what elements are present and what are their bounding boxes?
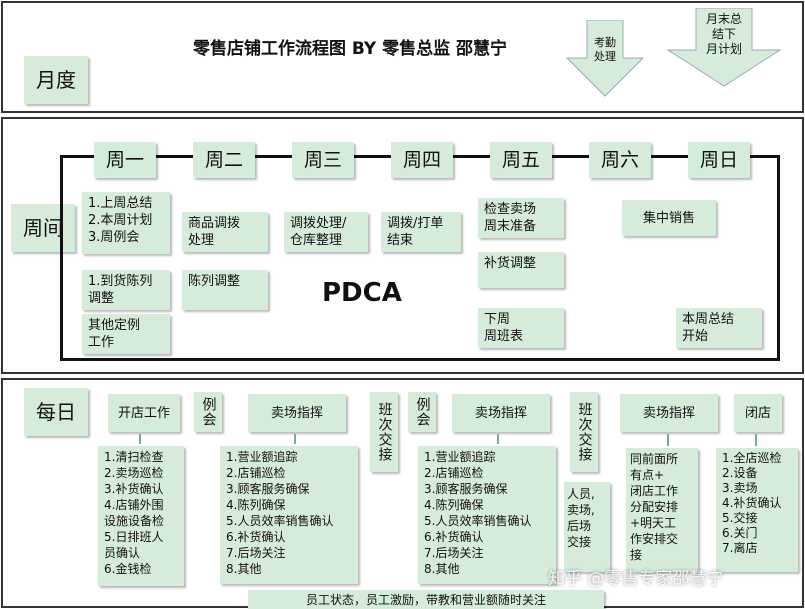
- sunday-task-1: 本周总结 开始: [676, 308, 762, 348]
- meeting-2: 例会: [408, 392, 436, 432]
- attendance-arrow: [565, 20, 645, 97]
- weekly-label: 周间: [11, 204, 75, 252]
- friday-task-1: 检查卖场 周末准备: [478, 198, 564, 238]
- floor-command-1-header: 卖场指挥: [248, 394, 346, 432]
- saturday-task-1: 集中销售: [622, 200, 716, 236]
- meeting-1: 例会: [194, 392, 222, 432]
- monthly-panel: [1, 1, 804, 113]
- day-tuesday: 周二: [193, 142, 255, 178]
- shift-handover-2: 班次交接: [570, 392, 598, 472]
- wednesday-task-1: 调拨处理/ 仓库整理: [284, 212, 368, 252]
- day-monday: 周一: [94, 142, 156, 178]
- daily-label: 每日: [24, 388, 88, 436]
- thursday-task-1: 调拨/打单 结束: [381, 212, 461, 252]
- close-store-list: 1.全店巡检 2.设备 3.卖场 4.补货确认 5.交接 6.关门 7.离店: [716, 448, 798, 572]
- open-store-header: 开店工作: [108, 394, 180, 432]
- floor-command-2-header: 卖场指挥: [452, 394, 550, 432]
- day-saturday: 周六: [589, 142, 651, 178]
- floor-command-1-list: 1.营业额追踪 2.店铺巡检 3.顾客服务确保 4.陈列确保 5.人员效率销售确…: [220, 446, 358, 584]
- friday-task-3: 下周 周班表: [478, 308, 564, 348]
- close-store-header: 闭店: [734, 394, 782, 432]
- month-end-arrow-label: 月末总 结下 月计划: [705, 12, 742, 56]
- watermark: 知乎 @零售专家邵慧宁: [548, 569, 724, 589]
- monday-task-1: 1.上周总结 2.本周计划 3.周例会: [82, 192, 170, 254]
- day-thursday: 周四: [391, 142, 453, 178]
- friday-task-2: 补货调整: [478, 252, 564, 288]
- tuesday-task-2: 陈列调整: [182, 270, 268, 310]
- monthly-label: 月度: [24, 56, 88, 104]
- day-sunday: 周日: [688, 142, 750, 178]
- monday-task-2: 1.到货陈列 调整: [82, 270, 170, 310]
- floor-command-3-header: 卖场指挥: [620, 394, 718, 432]
- day-wednesday: 周三: [292, 142, 354, 178]
- open-store-list: 1.清扫检查 2.卖场巡检 3.补货确认 4.店铺外围 设施设备检 5.日排班人…: [98, 446, 184, 586]
- tuesday-task-1: 商品调拨 处理: [182, 212, 268, 252]
- pdca-label: PDCA: [322, 278, 402, 308]
- day-friday: 周五: [490, 142, 552, 178]
- floor-command-3-detail: 同前面所 有点+ 闭店工作 分配安排 +明天工 作安排交 接: [626, 448, 698, 572]
- monday-task-3: 其他定例 工作: [82, 314, 170, 354]
- shift-handover-detail: 人员, 卖场, 后场 交接: [564, 482, 610, 572]
- shift-handover-1: 班次交接: [370, 392, 398, 472]
- page-title: 零售店铺工作流程图 BY 零售总监 邵慧宁: [192, 39, 508, 59]
- daily-footer: 员工状态，员工激励，带教和营业额随时关注: [248, 590, 604, 609]
- month-end-arrow: [666, 8, 782, 87]
- floor-command-2-list: 1.营业额追踪 2.店铺巡检 3.顾客服务确保 4.陈列确保 5.人员效率销售确…: [418, 446, 556, 584]
- attendance-arrow-label: 考勤 处理: [594, 36, 616, 63]
